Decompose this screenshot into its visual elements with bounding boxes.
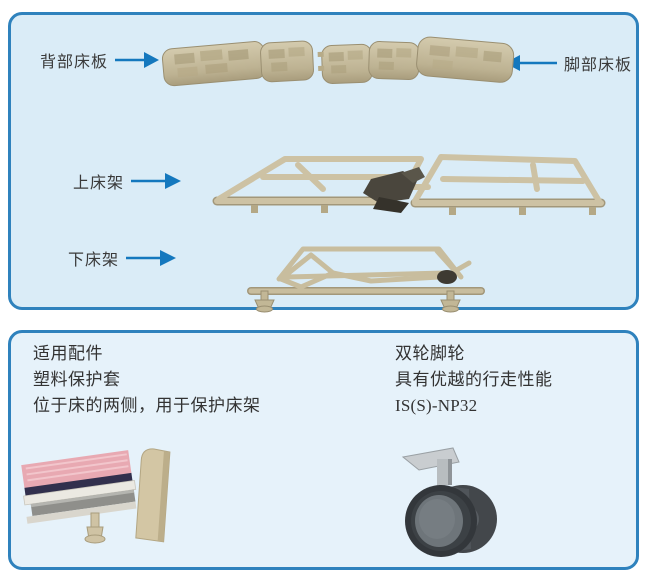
accessory-left-title: 适用配件 — [33, 344, 103, 363]
accessory-right-title: 双轮脚轮 — [395, 344, 465, 363]
callout-upper-frame: 上床架 — [73, 169, 182, 193]
accessories-panel: 适用配件 塑料保护套 位于床的两侧，用于保护床架 双轮脚轮 具有优越的行走性能 … — [8, 330, 639, 570]
accessory-left-desc: 位于床的两侧，用于保护床架 — [33, 396, 261, 415]
arrow-right-icon — [131, 173, 182, 189]
accessory-text-left: 适用配件 塑料保护套 位于床的两侧，用于保护床架 — [33, 341, 261, 419]
accessory-text-right: 双轮脚轮 具有优越的行走性能 IS(S)-NP32 — [395, 341, 553, 419]
accessory-right-desc: 具有优越的行走性能 — [395, 370, 553, 389]
accessory-right-model: IS(S)-NP32 — [395, 396, 478, 415]
callout-back-board: 背部床板 — [40, 48, 160, 72]
callout-foot-board: 脚部床板 — [505, 51, 632, 75]
arrow-right-icon — [115, 52, 160, 68]
bed-corner-photo — [21, 448, 171, 544]
lower-frame-label: 下床架 — [68, 252, 120, 269]
accessory-left-name: 塑料保护套 — [33, 370, 121, 389]
callout-lower-frame: 下床架 — [68, 246, 177, 270]
lower-frame-illustration — [247, 246, 485, 313]
upper-frame-illustration — [212, 154, 606, 215]
upper-frame-label: 上床架 — [73, 175, 125, 192]
foot-board-label: 脚部床板 — [564, 57, 633, 74]
bed-boards-illustration — [161, 36, 515, 87]
caster-wheel-photo — [401, 447, 497, 557]
back-board-label: 背部床板 — [40, 54, 109, 71]
arrow-right-icon — [126, 250, 177, 266]
exploded-view-panel: 背部床板 脚部床板 上床架 下床架 — [8, 12, 639, 313]
